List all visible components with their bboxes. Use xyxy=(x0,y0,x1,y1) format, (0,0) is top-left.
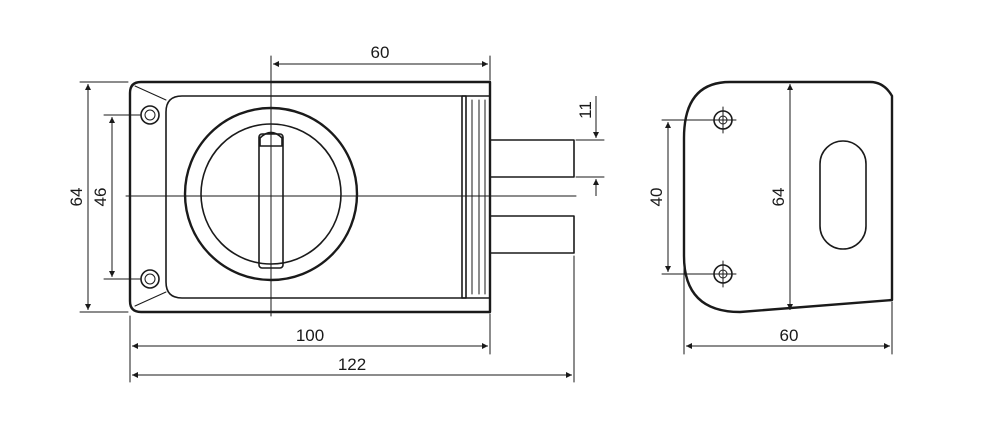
bolt-upper xyxy=(489,139,575,178)
lock-dimensions: 60 64 46 11 100 122 xyxy=(67,43,605,383)
dim-plate-width: 60 xyxy=(780,326,799,345)
mounting-hole-bottom xyxy=(140,269,160,289)
dim-lock-height: 64 xyxy=(67,188,86,207)
dim-lock-case-width: 100 xyxy=(296,326,324,345)
lock-cover-panel xyxy=(165,95,467,299)
plate-hole-bottom xyxy=(709,260,737,288)
dim-plate-height: 64 xyxy=(769,188,788,207)
dim-lock-hole-spacing: 46 xyxy=(91,188,110,207)
corner-bevel-tl xyxy=(134,85,167,101)
corner-bevel-bl xyxy=(134,291,167,307)
lock-faceplate xyxy=(461,95,491,299)
dim-lock-top-width: 60 xyxy=(371,43,390,62)
plate-keyhole-slot xyxy=(819,140,867,250)
lock-bolts xyxy=(489,139,575,254)
dim-lock-overall-width: 122 xyxy=(338,355,366,374)
plate-dimensions: 40 64 60 xyxy=(647,84,893,355)
mounting-hole-top xyxy=(140,105,160,125)
plate-side-view xyxy=(682,80,894,314)
plate-hole-top xyxy=(709,106,737,134)
knob-indicator xyxy=(259,131,283,147)
bolt-lower xyxy=(489,215,575,254)
plate-outline xyxy=(682,80,894,314)
dim-plate-hole-spacing: 40 xyxy=(647,188,666,207)
dim-bolt-height: 11 xyxy=(576,101,595,119)
lock-housing-outline xyxy=(128,80,492,314)
lock-front-view xyxy=(125,55,577,317)
